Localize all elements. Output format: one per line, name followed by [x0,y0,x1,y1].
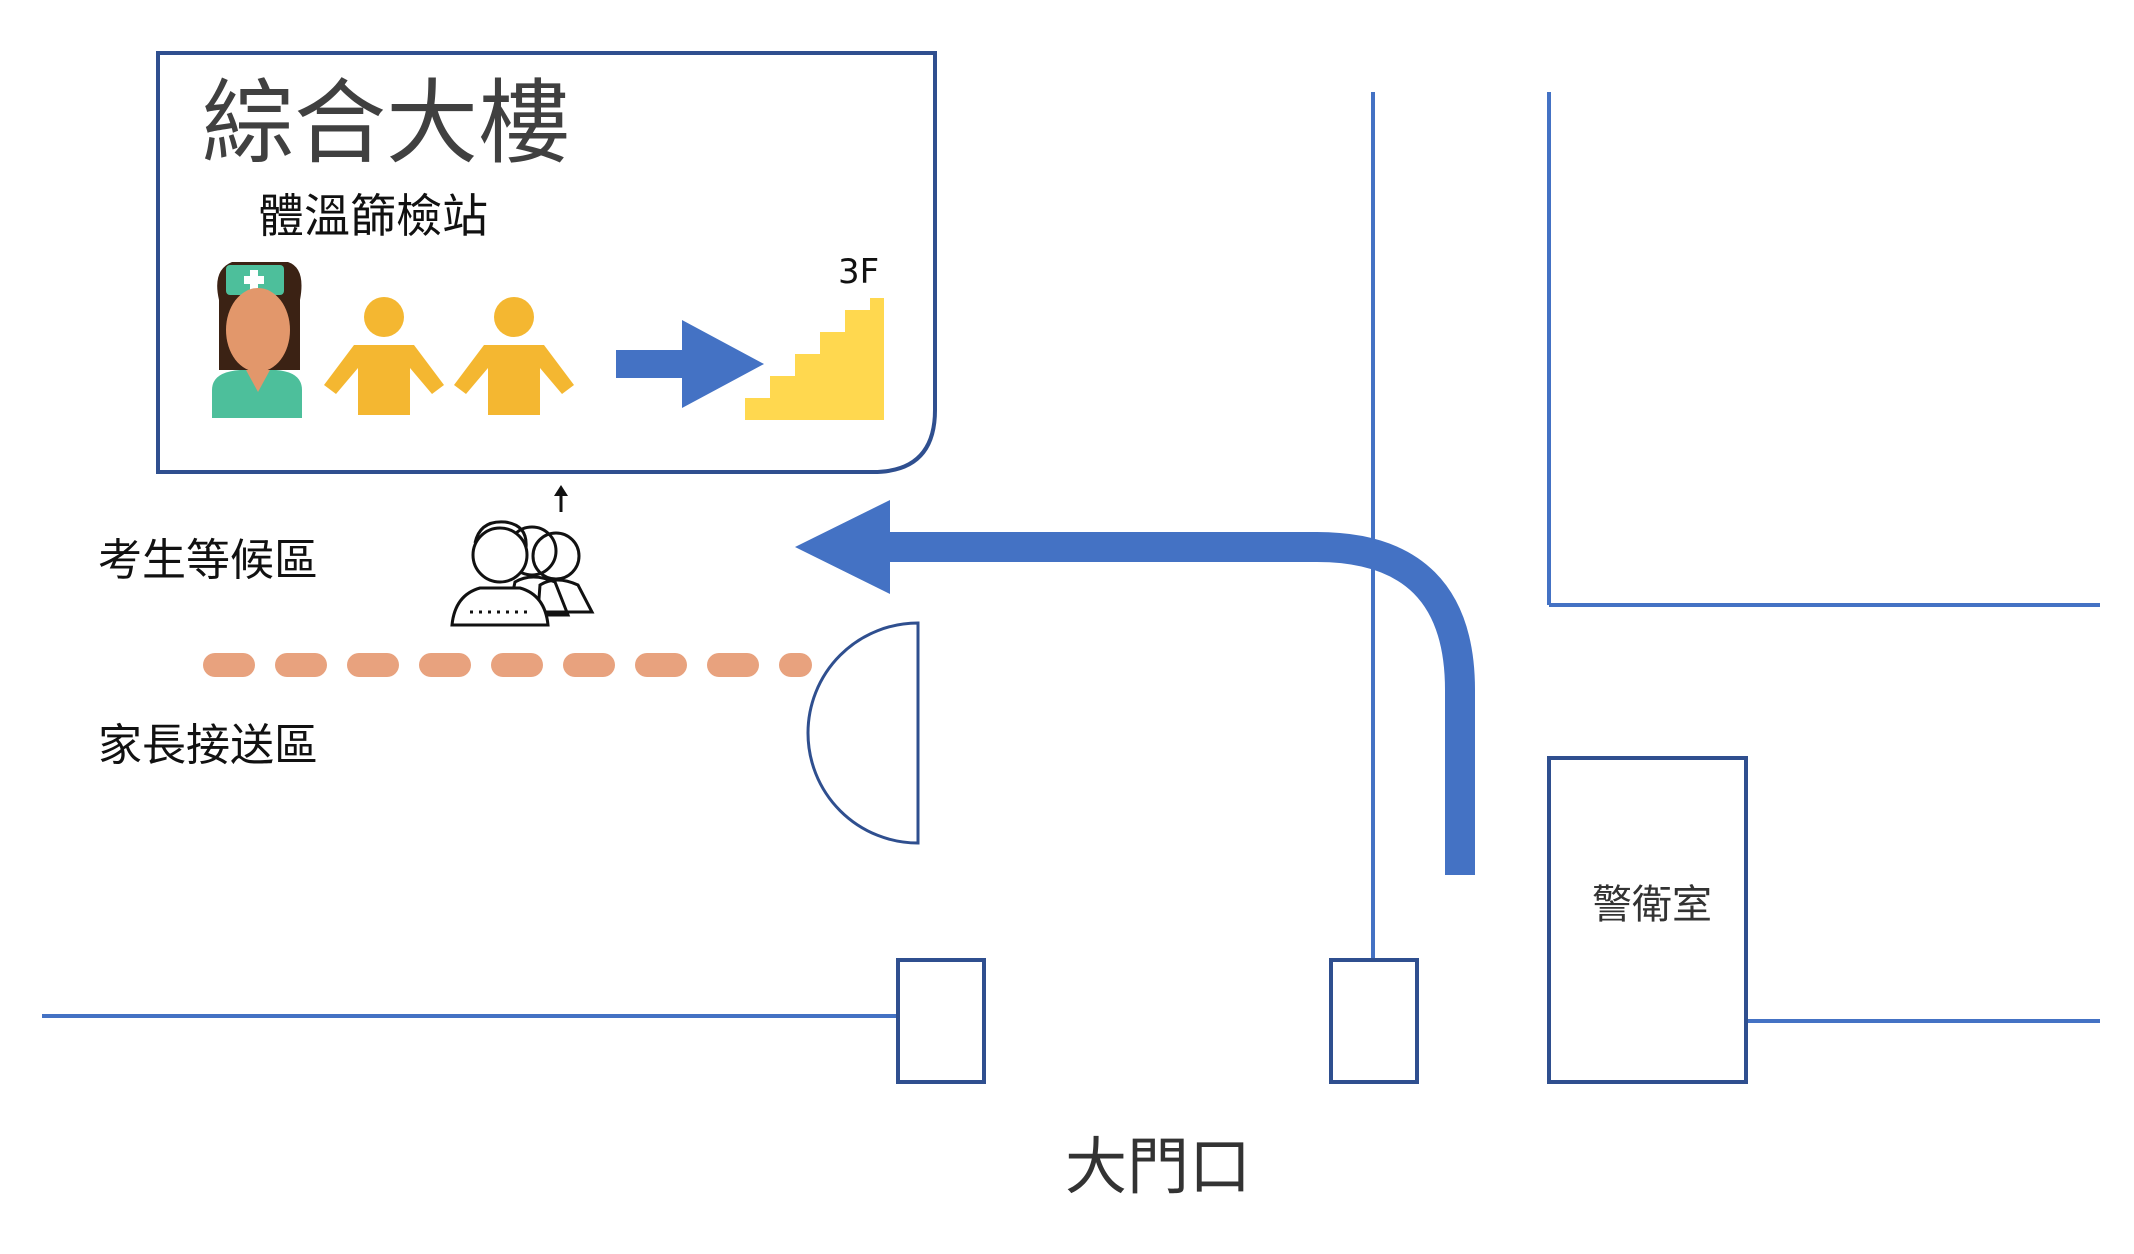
entry-arrow [554,485,568,512]
roads [42,92,2100,1023]
gate-post [1329,958,1419,1084]
guard-room-label: 警衛室 [1592,882,1712,928]
nurse-icon [212,262,302,418]
screening-station-label: 體溫篩檢站 [258,189,488,243]
building-name: 綜合大樓 [202,70,570,177]
door-arc [806,621,920,845]
student-group-icon [450,520,595,627]
main-gate-label: 大門口 [1065,1130,1251,1203]
waiting-area-label: 考生等候區 [98,535,318,586]
stairs-icon [745,298,884,420]
route-arrow [795,500,1475,875]
guard-room [1547,756,1748,1084]
gate-post [896,958,986,1084]
right-arrow-icon [616,320,764,408]
building: 綜合大樓 體溫篩檢站 3F [156,51,937,474]
pickup-area-label: 家長接送區 [98,720,318,771]
floor-label: 3F [838,252,879,292]
person-icon [324,297,444,415]
person-icon [454,297,574,415]
